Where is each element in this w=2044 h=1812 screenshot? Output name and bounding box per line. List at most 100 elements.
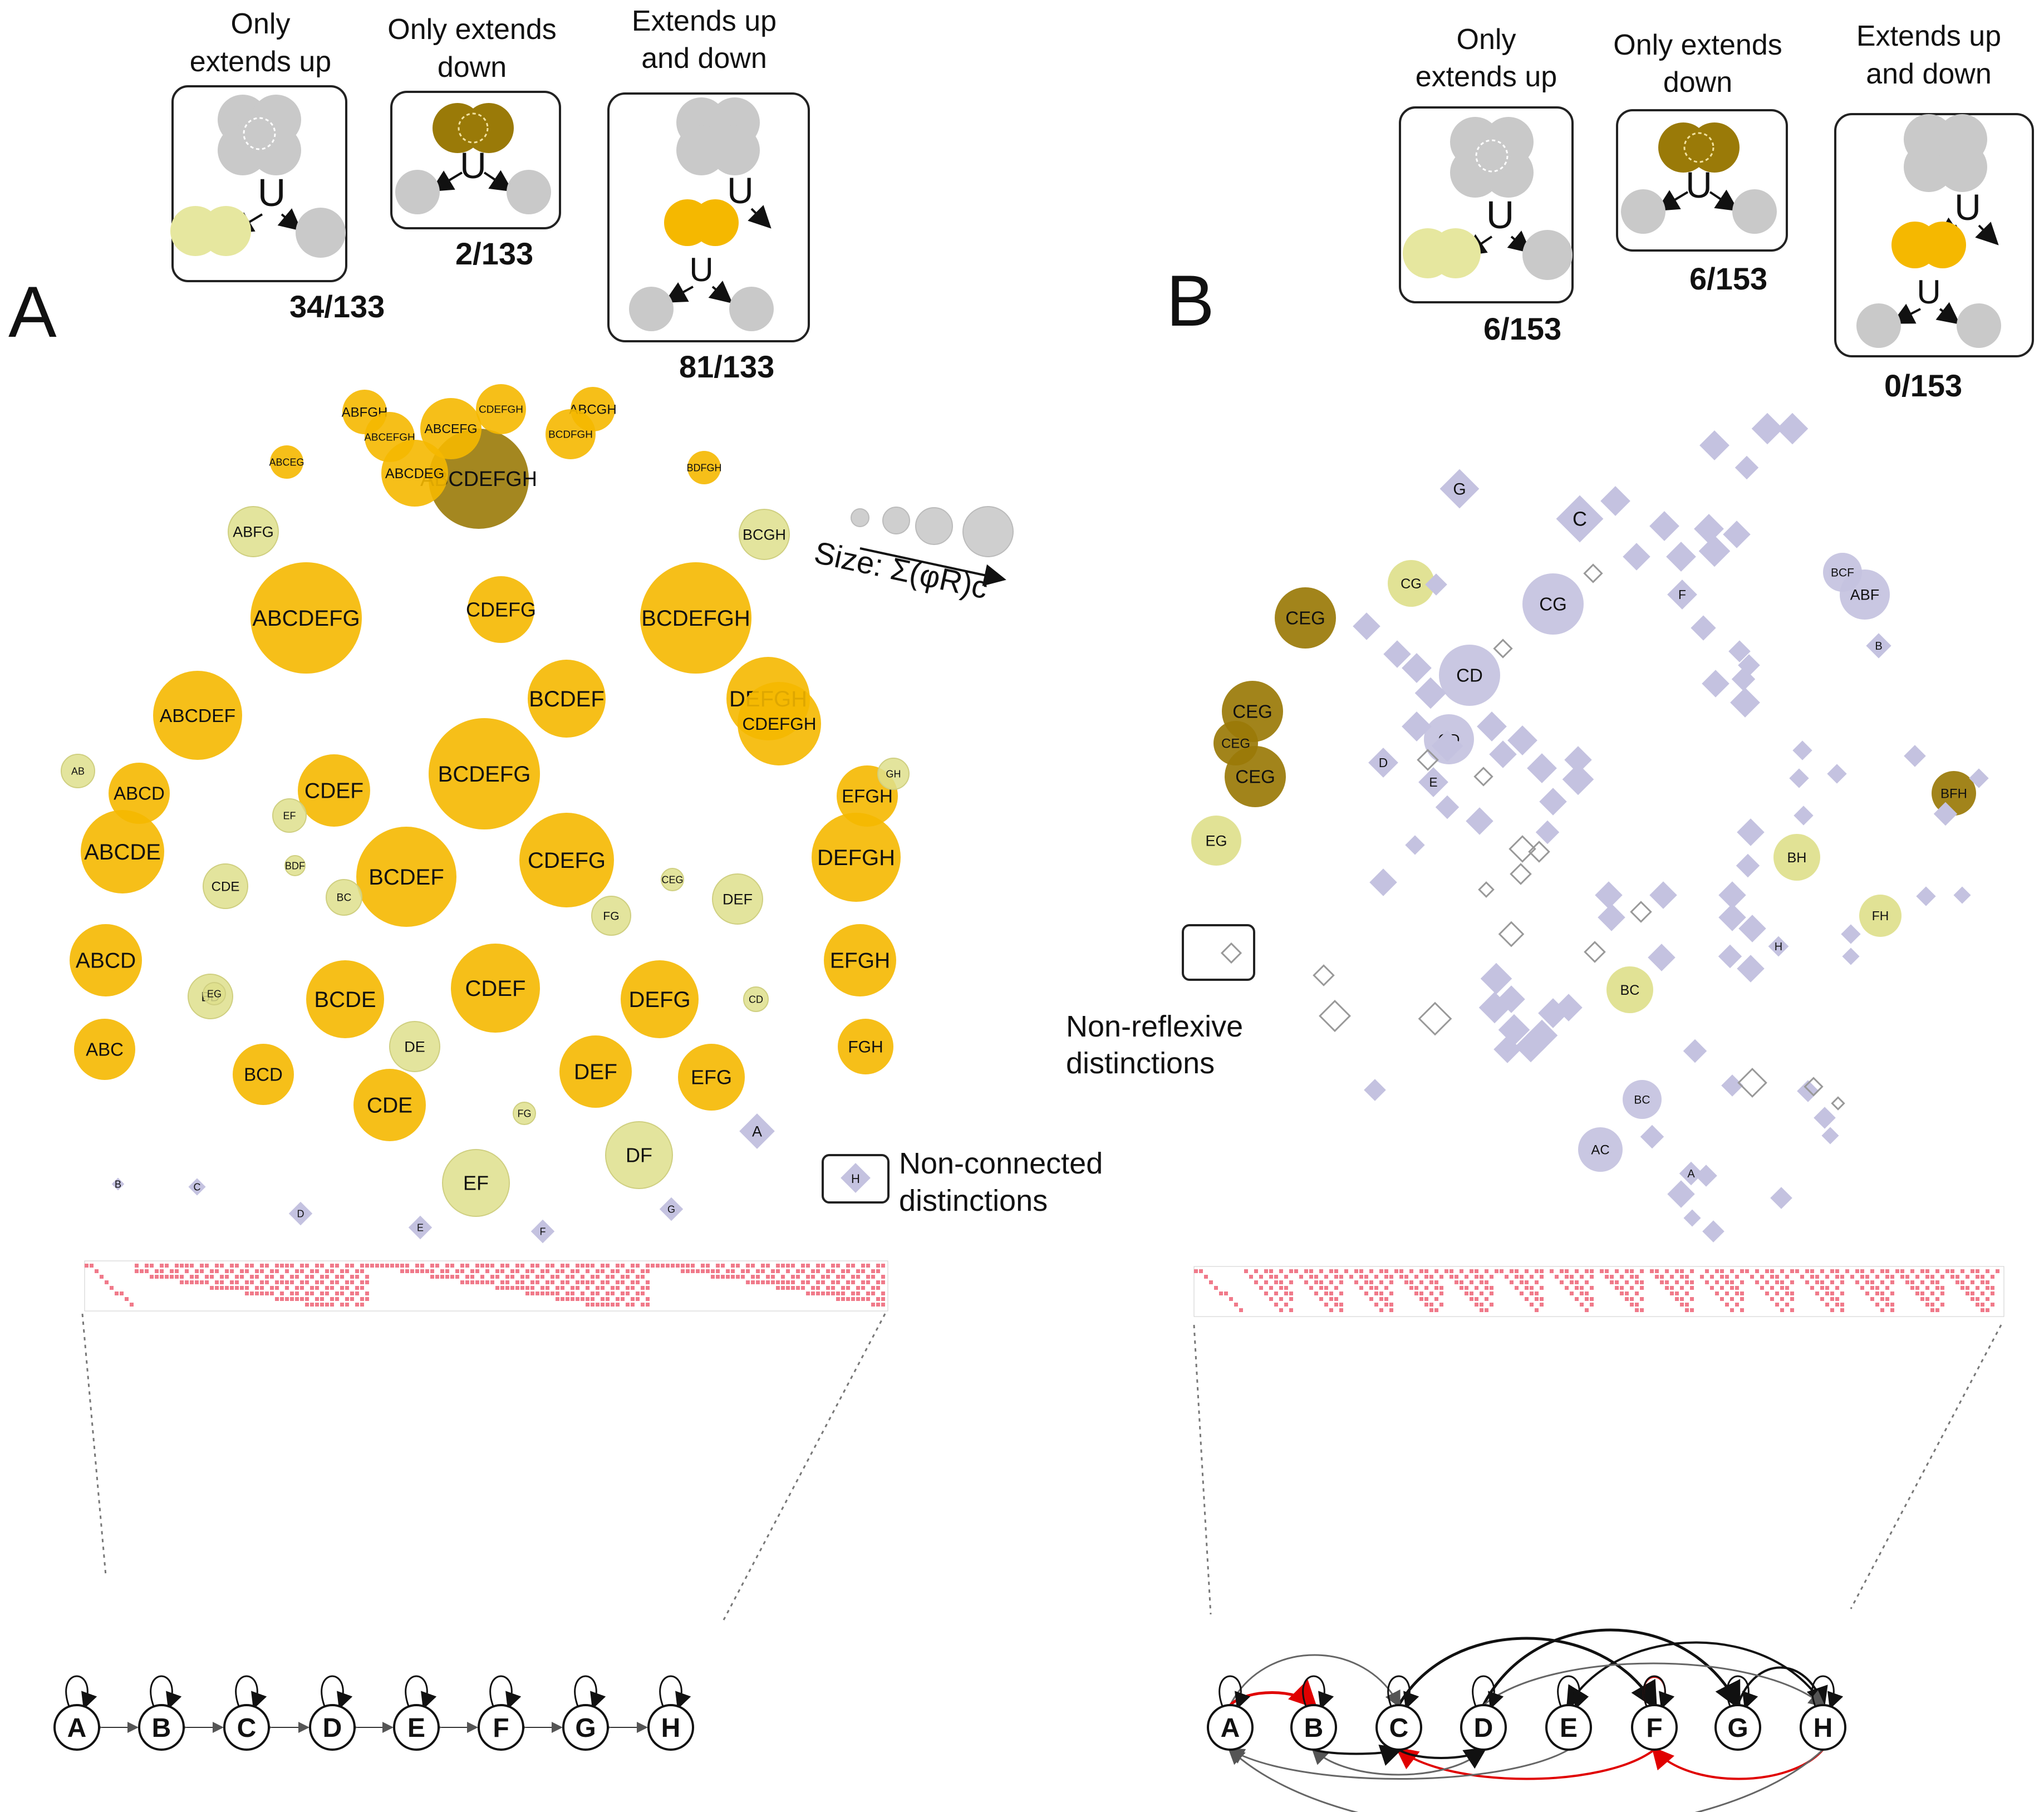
matrix-cell xyxy=(601,1303,605,1307)
matrix-cell xyxy=(811,1269,815,1273)
distinction-marker xyxy=(1737,818,1765,846)
matrix-cell xyxy=(596,1303,600,1307)
matrix-cell xyxy=(1510,1269,1514,1273)
matrix-cell xyxy=(470,1280,474,1284)
matrix-cell xyxy=(505,1264,509,1268)
distinction-fg: FG xyxy=(513,1102,536,1125)
matrix-cell xyxy=(1820,1286,1824,1290)
distinction-ceg: CEG xyxy=(661,868,684,891)
matrix-cell xyxy=(1460,1269,1463,1273)
node-d: D xyxy=(309,1675,356,1751)
matrix-cell xyxy=(1364,1275,1368,1279)
matrix-cell xyxy=(320,1297,324,1301)
matrix-cell xyxy=(1324,1303,1328,1307)
matrix-cell xyxy=(350,1275,354,1279)
matrix-cell xyxy=(1324,1275,1328,1279)
matrix-cell xyxy=(601,1286,605,1290)
matrix-cell xyxy=(165,1275,169,1279)
distinction-marker xyxy=(1933,802,1958,826)
matrix-cell xyxy=(1409,1280,1413,1284)
distinction-marker xyxy=(1489,740,1517,768)
matrix-cell xyxy=(1665,1280,1669,1284)
matrix-cell xyxy=(1765,1280,1769,1284)
distinction-label: CEG xyxy=(661,874,683,885)
matrix-cell xyxy=(776,1280,780,1284)
matrix-cell xyxy=(320,1280,324,1284)
matrix-cell xyxy=(300,1264,304,1268)
panel-a-type-both-count: 81/133 xyxy=(679,349,774,384)
distinction-b: B xyxy=(1866,633,1891,659)
matrix-cell xyxy=(621,1280,625,1284)
matrix-cell xyxy=(1284,1303,1288,1307)
matrix-cell xyxy=(1966,1292,1969,1295)
matrix-cell xyxy=(1905,1280,1909,1284)
matrix-cell xyxy=(1991,1292,1994,1295)
matrix-cell xyxy=(355,1269,359,1273)
matrix-cell xyxy=(1560,1280,1564,1284)
matrix-cell xyxy=(1925,1303,1929,1307)
distinction-fgh: FGH xyxy=(838,1019,893,1074)
matrix-cell xyxy=(1835,1303,1839,1307)
matrix-cell xyxy=(571,1286,574,1290)
matrix-cell xyxy=(275,1269,279,1273)
svg-text:U: U xyxy=(1686,164,1712,205)
node-g: G xyxy=(562,1675,609,1751)
distinction-marker xyxy=(1526,1019,1558,1052)
matrix-cell xyxy=(806,1275,810,1279)
matrix-cell xyxy=(756,1275,760,1279)
matrix-cell xyxy=(551,1264,554,1268)
matrix-cell xyxy=(646,1286,650,1290)
node-label: G xyxy=(575,1713,596,1743)
matrix-cell xyxy=(460,1269,464,1273)
matrix-cell xyxy=(345,1269,349,1273)
matrix-cell xyxy=(1439,1275,1443,1279)
matrix-cell xyxy=(1319,1280,1323,1284)
matrix-cell xyxy=(1194,1269,1198,1273)
matrix-cell xyxy=(440,1269,444,1273)
matrix-cell xyxy=(285,1280,289,1284)
matrix-cell xyxy=(245,1264,249,1268)
matrix-cell xyxy=(355,1275,359,1279)
matrix-cell xyxy=(1575,1269,1579,1273)
distinction-marker xyxy=(1737,955,1765,983)
matrix-cell xyxy=(405,1264,409,1268)
matrix-cell xyxy=(495,1269,499,1273)
distinction-defgh: DEFGH xyxy=(812,813,901,902)
matrix-cell xyxy=(1565,1286,1569,1290)
matrix-cell xyxy=(215,1286,219,1290)
matrix-cell xyxy=(365,1280,369,1284)
matrix-cell xyxy=(345,1280,349,1284)
matrix-cell xyxy=(556,1275,559,1279)
matrix-cell xyxy=(1740,1297,1744,1301)
matrix-cell xyxy=(1890,1275,1894,1279)
distinction-marker xyxy=(1562,763,1594,795)
matrix-cell xyxy=(686,1269,690,1273)
matrix-cell xyxy=(325,1292,329,1295)
distinction-marker xyxy=(1827,764,1847,784)
matrix-cell xyxy=(1264,1280,1268,1284)
matrix-cell xyxy=(826,1286,830,1290)
distinction-marker xyxy=(1699,430,1729,460)
distinction-label: D xyxy=(297,1208,304,1219)
matrix-cell xyxy=(500,1269,504,1273)
distinction-label: BCD xyxy=(244,1064,283,1085)
matrix-cell xyxy=(480,1264,484,1268)
matrix-cell xyxy=(1329,1269,1333,1273)
distinction-label: BCDFGH xyxy=(548,429,593,441)
node-label: C xyxy=(1389,1713,1409,1743)
distinction-marker xyxy=(1507,725,1537,755)
matrix-cell xyxy=(1740,1269,1744,1273)
distinction-bdfgh: BDFGH xyxy=(687,451,722,484)
distinction-marker xyxy=(1405,835,1425,855)
distinction-label: ABCD xyxy=(76,949,136,973)
matrix-cell xyxy=(530,1280,534,1284)
matrix-cell xyxy=(1515,1269,1519,1273)
distinction-marker xyxy=(1723,520,1751,548)
matrix-cell xyxy=(170,1269,174,1273)
matrix-cell xyxy=(255,1275,259,1279)
matrix-cell xyxy=(1930,1292,1934,1295)
matrix-cell xyxy=(856,1269,860,1273)
matrix-cell xyxy=(811,1286,815,1290)
distinction-ef: EF xyxy=(272,798,307,833)
distinction-label: DEF xyxy=(723,891,753,907)
